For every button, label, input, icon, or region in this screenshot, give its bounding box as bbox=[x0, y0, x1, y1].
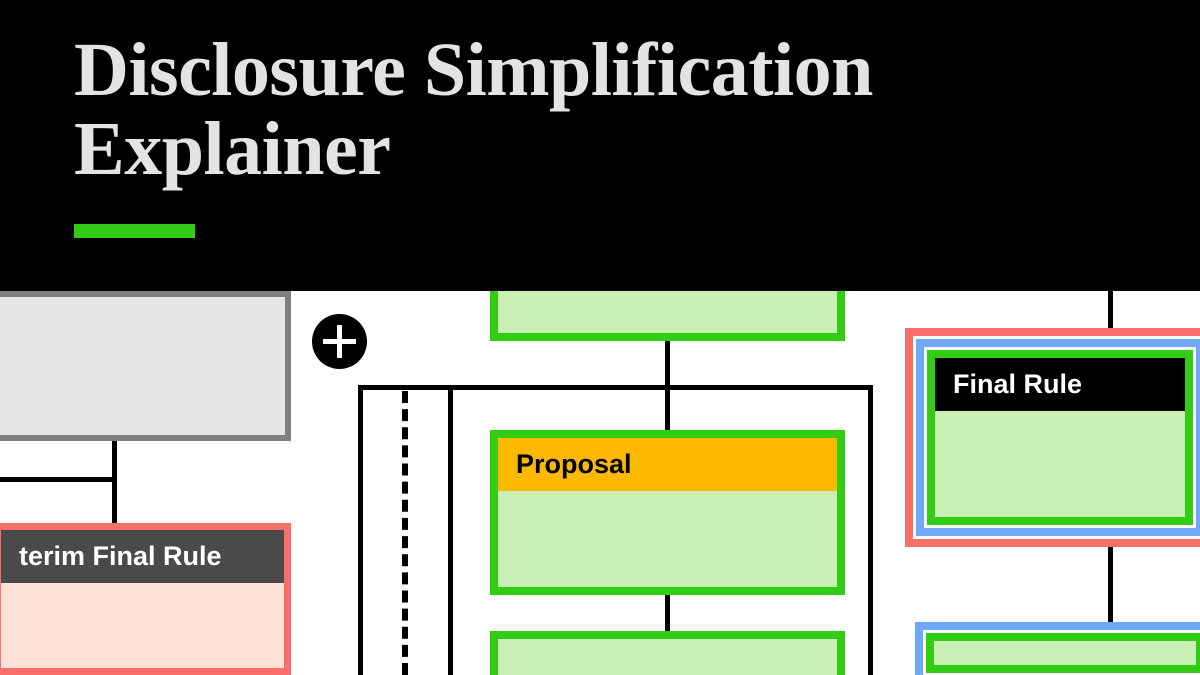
page-title: Disclosure Simplification Explainer bbox=[74, 28, 873, 191]
node-final-rule-label: Final Rule bbox=[935, 358, 1185, 411]
node-final-rule-child[interactable] bbox=[915, 622, 1200, 675]
dashed-connector-dashed-optional-path bbox=[402, 391, 408, 675]
connector-bus-mid-drop bbox=[448, 385, 453, 675]
node-green-top[interactable] bbox=[490, 291, 845, 341]
final-rule-green-frame: Final Rule bbox=[927, 350, 1193, 525]
node-proposal[interactable]: Proposal bbox=[490, 430, 845, 595]
final-rule-child-green-frame bbox=[926, 633, 1200, 673]
flowchart-canvas: terim Final Rule Proposal Final Rule bbox=[0, 291, 1200, 675]
connector-finalrule-out bbox=[1108, 547, 1113, 623]
node-green-bottom[interactable] bbox=[490, 631, 845, 675]
connector-bus-top bbox=[358, 385, 873, 390]
node-interim-final-rule-label: terim Final Rule bbox=[1, 530, 284, 583]
connector-gray-down bbox=[112, 441, 117, 523]
connector-proposal-out bbox=[665, 594, 670, 634]
accent-bar bbox=[74, 224, 195, 238]
node-final-rule[interactable]: Final Rule bbox=[905, 328, 1200, 547]
node-draft-placeholder[interactable] bbox=[0, 291, 291, 441]
connector-gray-left-branch bbox=[0, 477, 115, 482]
node-interim-final-rule[interactable]: terim Final Rule bbox=[0, 523, 291, 675]
node-proposal-label: Proposal bbox=[498, 438, 837, 491]
connector-bus-right-drop bbox=[868, 385, 873, 675]
header-banner: Disclosure Simplification Explainer bbox=[0, 0, 1200, 291]
connector-bus-left-drop bbox=[358, 385, 363, 675]
connector-proposal-in bbox=[665, 341, 670, 431]
connector-finalrule-in bbox=[1108, 291, 1113, 329]
final-rule-blue-frame: Final Rule bbox=[916, 339, 1200, 536]
plus-circle-icon[interactable] bbox=[312, 314, 367, 369]
